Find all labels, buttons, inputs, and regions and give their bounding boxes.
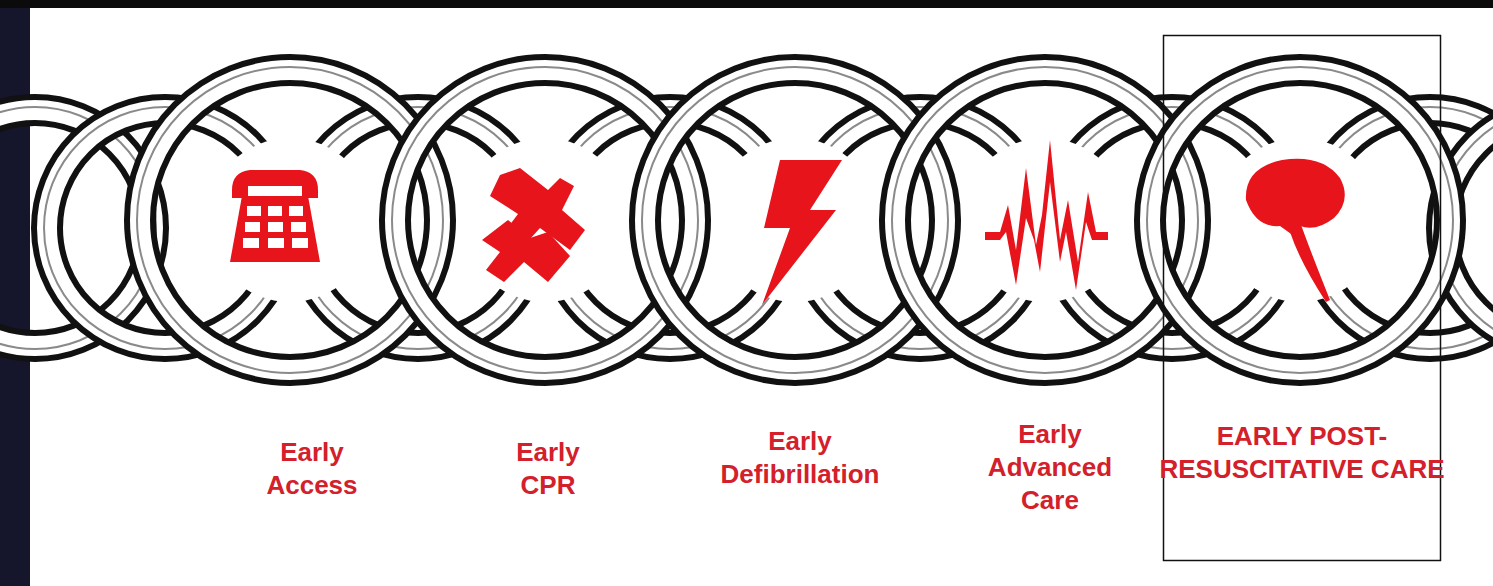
icon-backdrop bbox=[208, 138, 372, 302]
link-label: Early Advanced Care bbox=[975, 418, 1125, 517]
icon-backdrop bbox=[463, 138, 627, 302]
chain-link: Early Defibrillation bbox=[645, 60, 945, 530]
link-label: Early CPR bbox=[502, 436, 594, 502]
icon-backdrop bbox=[963, 138, 1127, 302]
main-ring-shade bbox=[1147, 67, 1453, 373]
side-band bbox=[0, 0, 30, 586]
chain-link: EARLY POST-RESUSCITATIVE CARE bbox=[1150, 60, 1450, 530]
phone-handset bbox=[232, 170, 318, 198]
phone-keypad bbox=[243, 206, 308, 248]
hands-icon bbox=[482, 168, 585, 282]
chain-main-rings bbox=[137, 67, 1453, 373]
icons bbox=[230, 140, 1345, 305]
link-label: EARLY POST-RESUSCITATIVE CARE bbox=[1157, 420, 1447, 486]
main-ring-outer bbox=[1150, 70, 1450, 370]
link-label: Early Defibrillation bbox=[693, 425, 908, 491]
link-label: Early Access bbox=[247, 436, 377, 502]
telephone-icon bbox=[230, 170, 320, 262]
brain-icon bbox=[1246, 159, 1345, 302]
main-ring bbox=[1147, 67, 1453, 373]
chain-link: Early Access bbox=[140, 60, 440, 530]
brain-stem bbox=[1290, 222, 1330, 302]
main-ring-band bbox=[1150, 70, 1450, 370]
chain-link: Early Advanced Care bbox=[895, 60, 1195, 530]
chain-connector-rings bbox=[0, 107, 1493, 349]
chain-link: Early CPR bbox=[395, 60, 695, 530]
icon-backdrop bbox=[1218, 138, 1382, 302]
phone-base bbox=[230, 196, 320, 262]
lower-hand bbox=[482, 220, 570, 282]
lightning-bolt-icon bbox=[762, 160, 842, 305]
ekg-waveform-icon bbox=[985, 140, 1108, 290]
brain-cerebrum bbox=[1246, 159, 1345, 236]
top-band bbox=[0, 0, 1493, 8]
